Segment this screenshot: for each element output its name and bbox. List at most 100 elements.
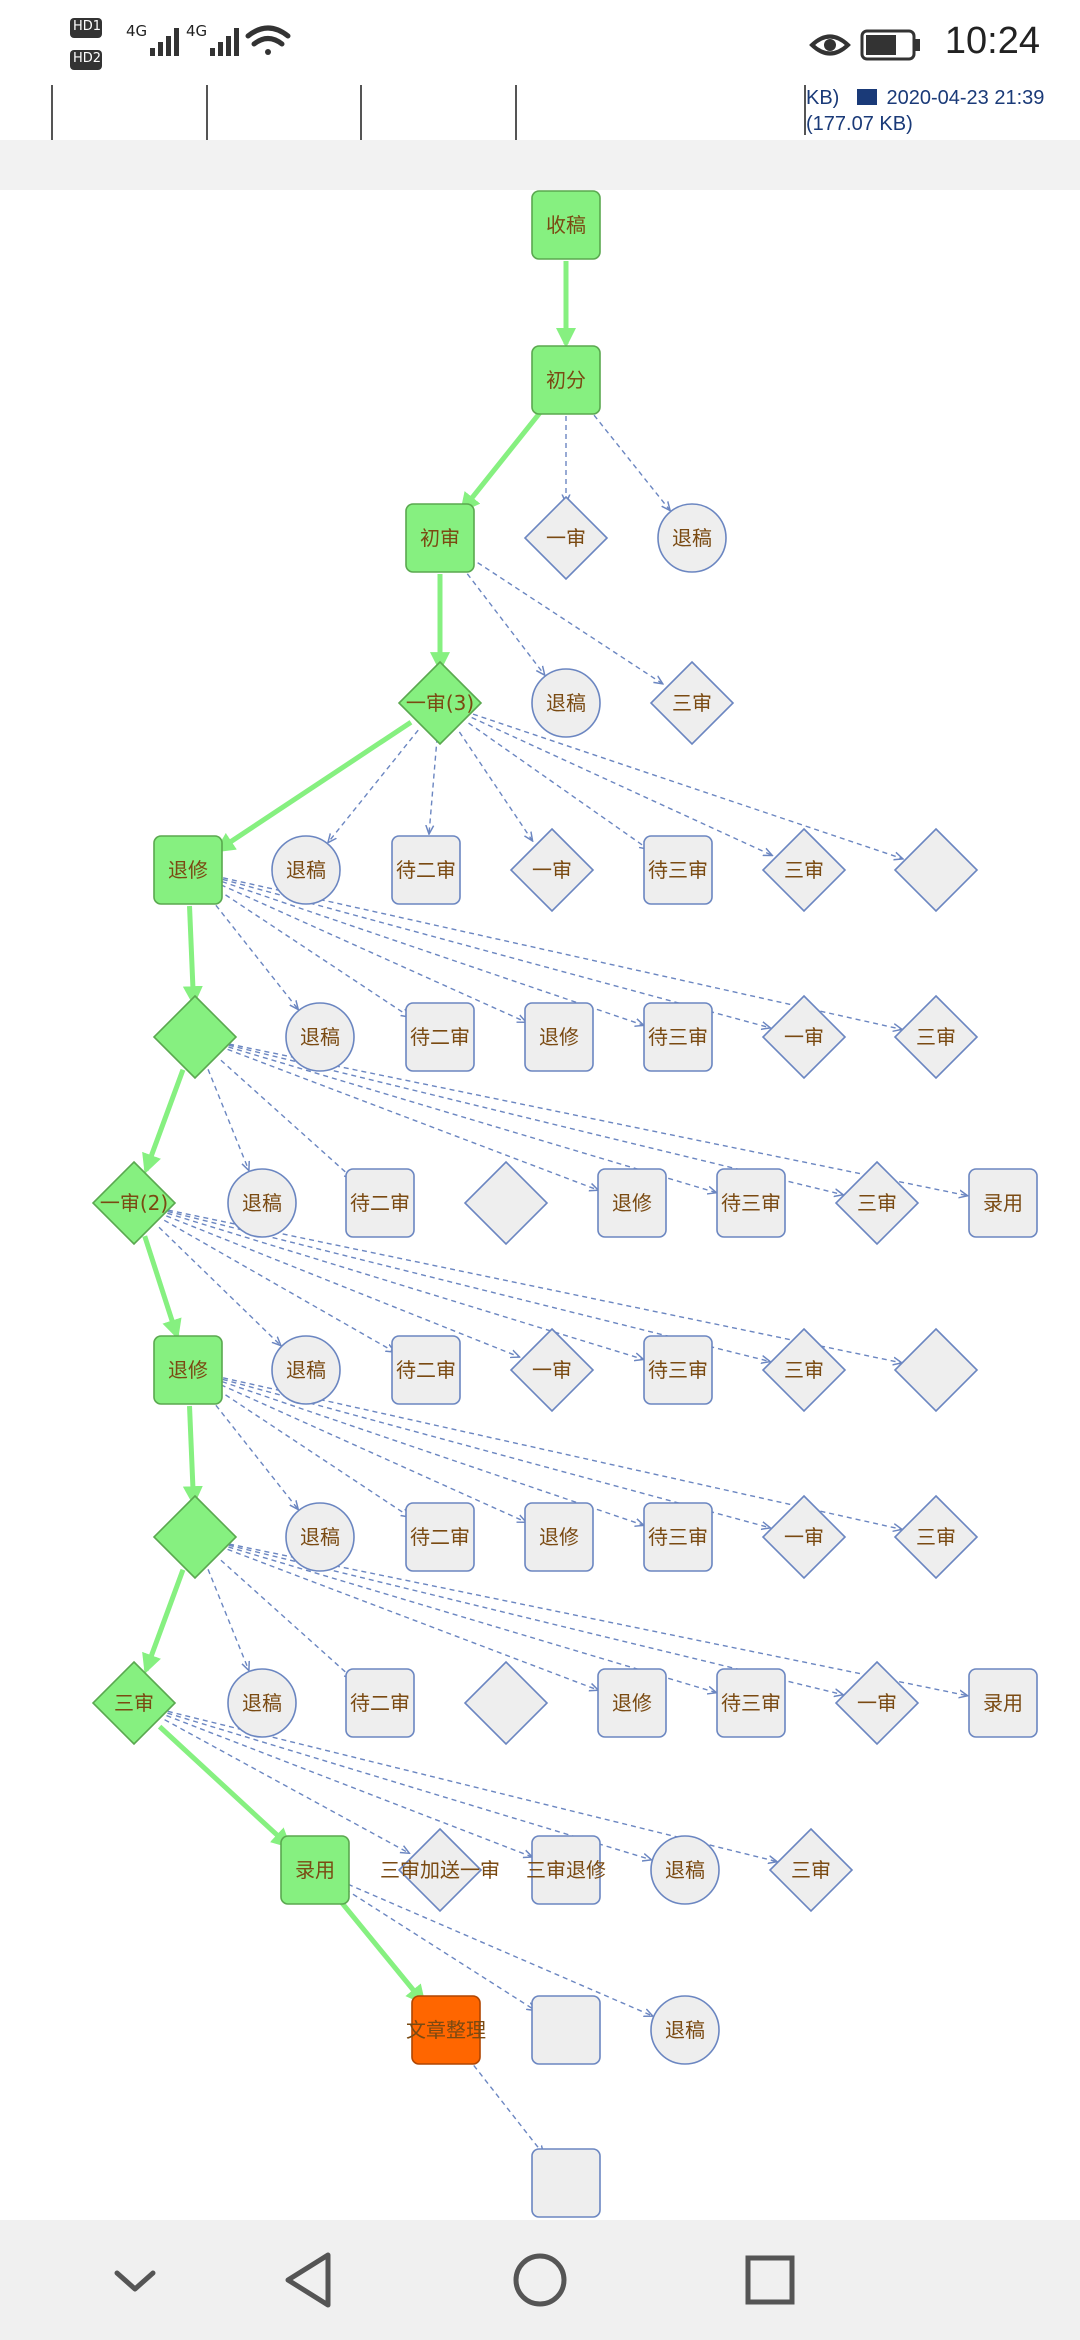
flow-node[interactable]: 待三审	[716, 1668, 786, 1738]
flow-node[interactable]: 三审	[834, 1160, 920, 1246]
status-icons	[70, 18, 920, 70]
flow-node[interactable]	[152, 994, 238, 1080]
flow-node[interactable]: 初分	[531, 345, 601, 415]
flow-node[interactable]: 三审	[649, 660, 735, 746]
flow-node[interactable]: 退稿	[657, 503, 727, 573]
chevron-down-icon[interactable]	[95, 2243, 175, 2317]
node-shape	[397, 1827, 483, 1913]
flow-node[interactable]: 三审退修	[526, 1835, 606, 1905]
flow-node[interactable]: 退稿	[227, 1668, 297, 1738]
flow-node[interactable]: 待二审	[391, 1335, 461, 1405]
flow-node[interactable]	[893, 827, 979, 913]
flow-node[interactable]	[463, 1660, 549, 1746]
flow-node[interactable]: 三审	[761, 827, 847, 913]
flow-node[interactable]	[531, 1995, 601, 2065]
status-bar: HD1 HD2 4G 4G 10:24	[0, 0, 1080, 85]
flow-node[interactable]: 一审	[509, 827, 595, 913]
node-shape	[524, 1502, 594, 1572]
flow-node[interactable]: 一审	[761, 994, 847, 1080]
flow-node[interactable]: 一审	[523, 495, 609, 581]
flow-node[interactable]: 三审	[893, 1494, 979, 1580]
flow-node[interactable]	[893, 1327, 979, 1413]
flow-node[interactable]: 退稿	[271, 835, 341, 905]
alternate-edge	[471, 716, 773, 856]
node-shape	[152, 994, 238, 1080]
flow-node[interactable]: 退稿	[271, 1335, 341, 1405]
flow-node[interactable]: 待二审	[391, 835, 461, 905]
flow-node[interactable]: 退稿	[650, 1835, 720, 1905]
flow-node[interactable]: 待三审	[643, 1002, 713, 1072]
flow-node[interactable]: 待二审	[405, 1502, 475, 1572]
node-shape	[152, 1494, 238, 1580]
flow-node[interactable]: 录用	[968, 1668, 1038, 1738]
flow-node[interactable]: 录用	[280, 1835, 350, 1905]
file-info-prefix: KB)	[806, 87, 840, 109]
flow-node[interactable]: 退稿	[285, 1502, 355, 1572]
node-label: 待二审	[396, 1358, 456, 1382]
flow-node[interactable]: 一审	[509, 1327, 595, 1413]
flow-node[interactable]: 一审(3)	[397, 660, 483, 746]
node-label: 退稿	[546, 691, 586, 715]
flow-node[interactable]: 退修	[524, 1502, 594, 1572]
alternate-edge	[227, 1548, 599, 1690]
sim1-badge: HD1	[73, 19, 102, 34]
flow-node[interactable]: 待三审	[716, 1168, 786, 1238]
node-label: 一审	[784, 1025, 824, 1049]
flow-node[interactable]: 三审加送一审	[380, 1827, 500, 1913]
alternate-edge	[587, 407, 670, 510]
node-label: 一审	[784, 1525, 824, 1549]
flow-node[interactable]: 退稿	[531, 668, 601, 738]
flow-node[interactable]: 待三审	[643, 1335, 713, 1405]
node-shape	[463, 1160, 549, 1246]
file-size: (177.07 KB)	[806, 113, 913, 135]
alternate-edge	[220, 1059, 353, 1179]
flow-node[interactable]	[531, 2148, 601, 2218]
flow-node[interactable]: 待三审	[643, 1502, 713, 1572]
node-label: 退稿	[242, 1691, 282, 1715]
flow-node[interactable]	[152, 1494, 238, 1580]
alternate-edge	[220, 1559, 353, 1679]
home-icon[interactable]	[500, 2243, 580, 2317]
flow-node[interactable]: 三审	[91, 1660, 177, 1746]
alternate-edge	[167, 1212, 643, 1359]
flow-node[interactable]: 退修	[153, 835, 223, 905]
node-label: 三审	[857, 1191, 897, 1215]
flow-node[interactable]: 三审	[761, 1327, 847, 1413]
node-label: 待二审	[410, 1525, 470, 1549]
node-label: 一审	[532, 858, 572, 882]
node-shape	[597, 1168, 667, 1238]
back-icon[interactable]	[270, 2243, 350, 2317]
flow-node[interactable]: 三审	[893, 994, 979, 1080]
flow-node[interactable]: 录用	[968, 1168, 1038, 1238]
flow-node[interactable]: 初审	[405, 503, 475, 573]
node-label: 待三审	[648, 1358, 708, 1382]
node-label: 三审加送一审	[380, 1858, 500, 1882]
flow-node[interactable]: 待二审	[345, 1168, 415, 1238]
alternate-edge	[220, 1384, 526, 1522]
flow-node[interactable]: 收稿	[531, 190, 601, 260]
flow-node[interactable]	[463, 1160, 549, 1246]
node-shape	[391, 1335, 461, 1405]
node-shape	[463, 1660, 549, 1746]
flow-node[interactable]: 待二审	[405, 1002, 475, 1072]
node-shape	[768, 1827, 854, 1913]
flow-node[interactable]: 一审	[761, 1494, 847, 1580]
node-label: 退修	[168, 858, 208, 882]
flow-node[interactable]: 退修	[597, 1168, 667, 1238]
file-date[interactable]: 2020-04-23 21:39	[886, 87, 1045, 109]
node-shape	[657, 503, 727, 573]
flow-node[interactable]: 待三审	[643, 835, 713, 905]
flow-node[interactable]: 待二审	[345, 1668, 415, 1738]
flow-node[interactable]: 一审(2)	[91, 1160, 177, 1246]
flow-node[interactable]: 退稿	[285, 1002, 355, 1072]
flow-node[interactable]: 三审	[768, 1827, 854, 1913]
flow-node[interactable]: 一审	[834, 1660, 920, 1746]
flow-node[interactable]: 退修	[597, 1668, 667, 1738]
flow-node[interactable]: 退稿	[227, 1168, 297, 1238]
recents-icon[interactable]	[730, 2243, 810, 2317]
flow-node[interactable]: 退修	[153, 1335, 223, 1405]
node-label: 待二审	[396, 858, 456, 882]
flow-node[interactable]: 文章整理	[406, 1995, 486, 2065]
flow-node[interactable]: 退稿	[650, 1995, 720, 2065]
flow-node[interactable]: 退修	[524, 1002, 594, 1072]
